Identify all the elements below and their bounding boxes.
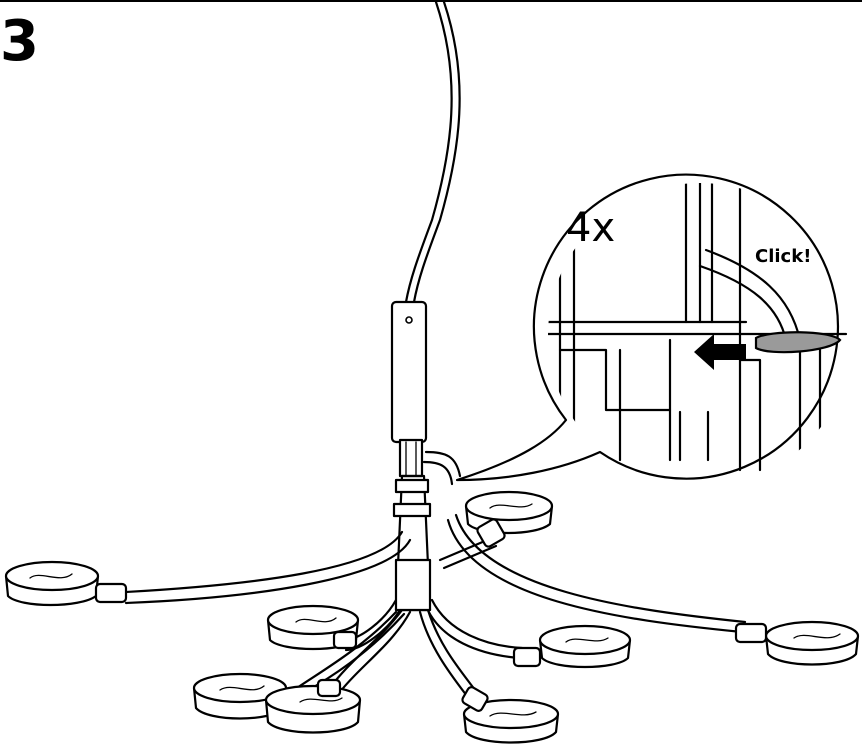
latch-part [754, 331, 842, 354]
shade-mid-right [512, 624, 632, 669]
shade-front-left [192, 672, 288, 720]
arm-front-right [424, 598, 524, 660]
page-top-rule [0, 0, 862, 2]
shade-back-right [464, 490, 554, 548]
repeat-count: 4x [566, 205, 616, 251]
arm-front-mid [418, 608, 480, 702]
shade-far-left [4, 560, 128, 607]
arm-right [446, 513, 747, 634]
shade-front-center [264, 678, 362, 734]
detail-callout [455, 173, 848, 487]
shade-mid-left [266, 604, 360, 651]
push-arrow-icon [694, 334, 746, 370]
arm-left [124, 530, 412, 605]
power-cord [412, 0, 461, 304]
step-number: 3 [0, 9, 39, 74]
click-sound-label: Click! [755, 246, 812, 267]
shade-far-right [734, 620, 860, 666]
shade-front-right [461, 686, 560, 744]
hub [390, 300, 462, 612]
